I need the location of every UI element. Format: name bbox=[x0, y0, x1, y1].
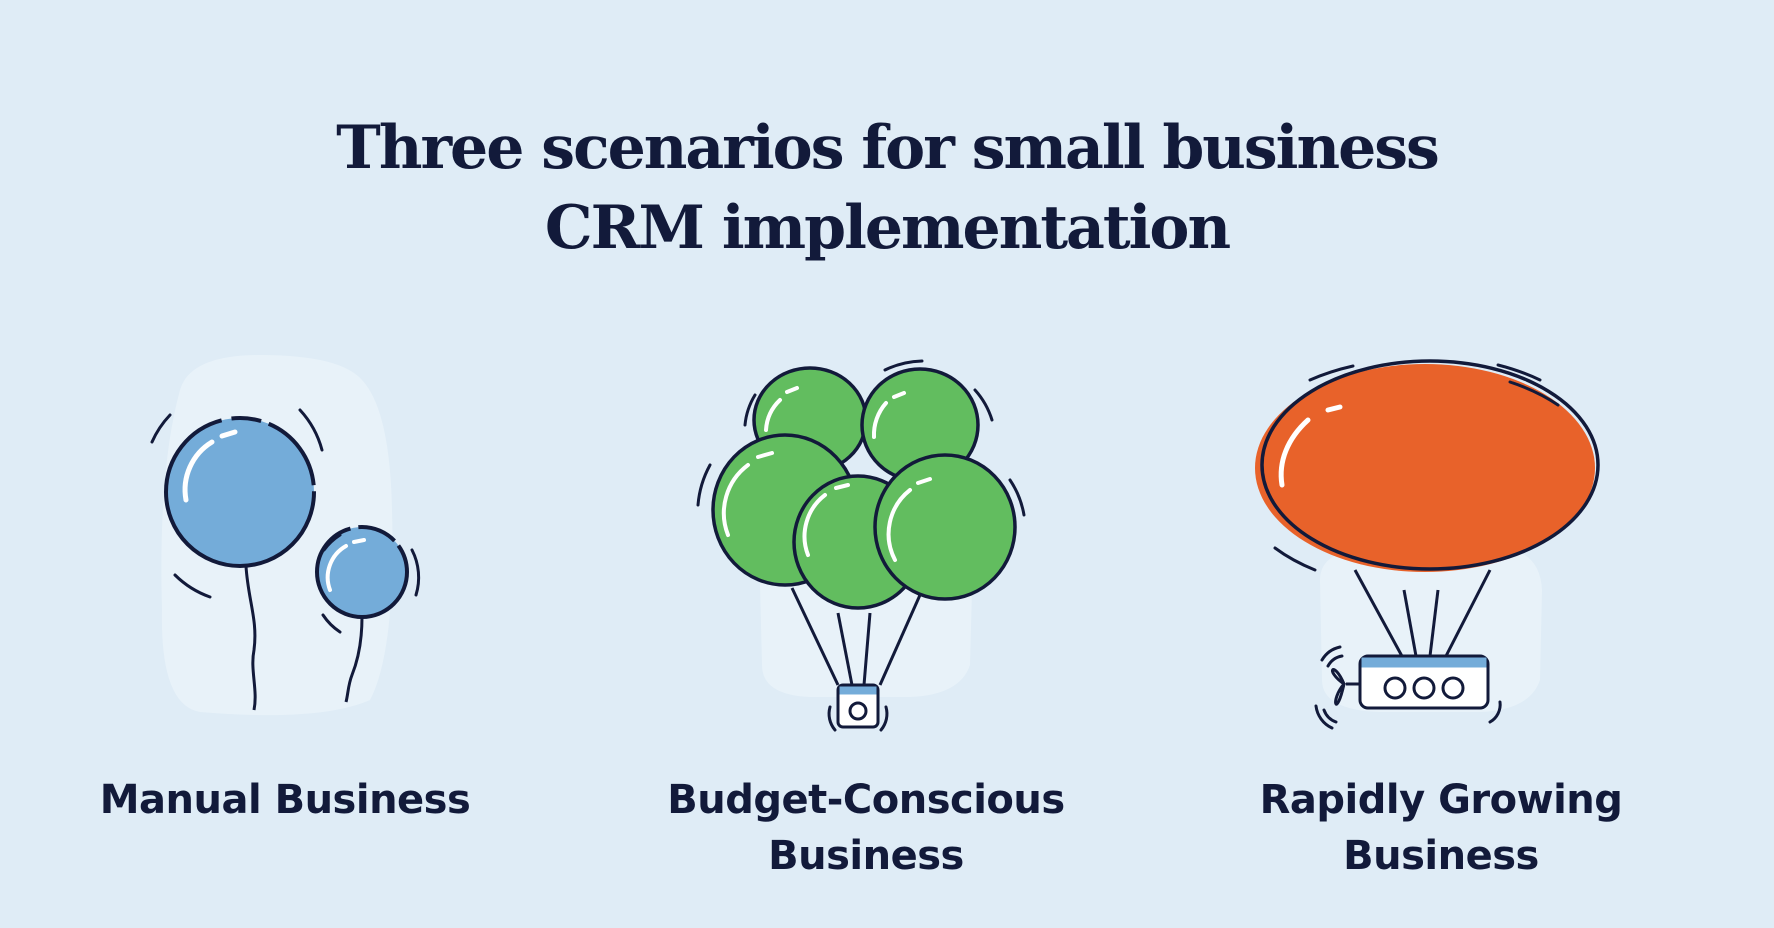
label-line: Business bbox=[1343, 833, 1539, 879]
label-line: Budget-Conscious bbox=[667, 777, 1065, 823]
balloon-cluster-basket-icon bbox=[696, 359, 1026, 732]
scenario-label-budget-conscious: Budget-Conscious Business bbox=[646, 772, 1086, 884]
scenario-label-manual: Manual Business bbox=[80, 772, 490, 828]
two-balloons-icon bbox=[150, 355, 421, 716]
blimp-gondola-icon bbox=[1255, 359, 1600, 730]
title-line-1: Three scenarios for small business bbox=[336, 113, 1440, 183]
page-title: Three scenarios for small business CRM i… bbox=[0, 108, 1774, 268]
label-line: Rapidly Growing bbox=[1259, 777, 1623, 823]
scenario-label-rapidly-growing: Rapidly Growing Business bbox=[1231, 772, 1651, 884]
title-line-2: CRM implementation bbox=[544, 193, 1231, 263]
scenario-manual bbox=[140, 350, 440, 720]
label-line: Business bbox=[768, 833, 964, 879]
label-line: Manual Business bbox=[99, 777, 471, 823]
scenario-budget-conscious bbox=[690, 345, 1040, 745]
scenario-rapidly-growing bbox=[1240, 350, 1620, 750]
